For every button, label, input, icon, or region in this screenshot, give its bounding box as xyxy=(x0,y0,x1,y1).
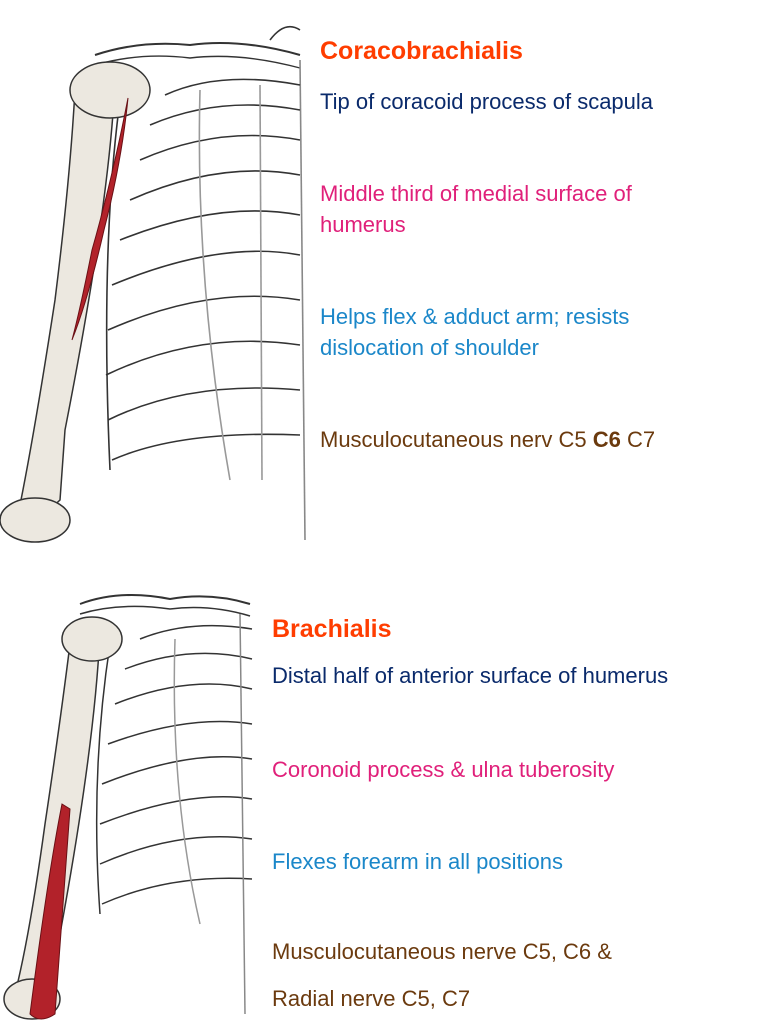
nerve-suffix: C7 xyxy=(626,427,656,452)
insertion-text: Coronoid process & ulna tuberosity xyxy=(272,757,615,782)
origin-text: Distal half of anterior surface of humer… xyxy=(272,663,669,688)
action-text-line1: Helps flex & adduct arm; resists xyxy=(320,304,630,329)
insertion-text-line1: Middle third of medial surface of xyxy=(320,181,632,206)
nerve-prefix: Musculocutaneous nerv C5 xyxy=(320,427,587,452)
origin-text: Tip of coracoid process of scapula xyxy=(320,89,654,114)
nerve-text-line1: Musculocutaneous nerve C5, C6 & xyxy=(272,939,612,964)
muscle-title: Brachialis xyxy=(272,615,392,643)
action-text-line2: dislocation of shoulder xyxy=(320,335,539,360)
action-text: Flexes forearm in all positions xyxy=(272,849,564,874)
muscle-title: Coracobrachialis xyxy=(320,37,523,65)
nerve-bold: C6 xyxy=(592,427,621,452)
brachialis-illustration xyxy=(3,594,253,1020)
nerve-text-line2: Radial nerve C5, C7 xyxy=(272,986,471,1011)
nerve-text: Musculocutaneous nerv C5 C6 C7 xyxy=(320,424,655,455)
insertion-text-line2: humerus xyxy=(320,212,406,237)
brachialis-panel: Brachialis Distal half of anterior surfa… xyxy=(0,556,768,1024)
coracobrachialis-panel: Coracobrachialis Tip of coracoid process… xyxy=(0,25,656,543)
coracobrachialis-illustration xyxy=(0,25,306,543)
